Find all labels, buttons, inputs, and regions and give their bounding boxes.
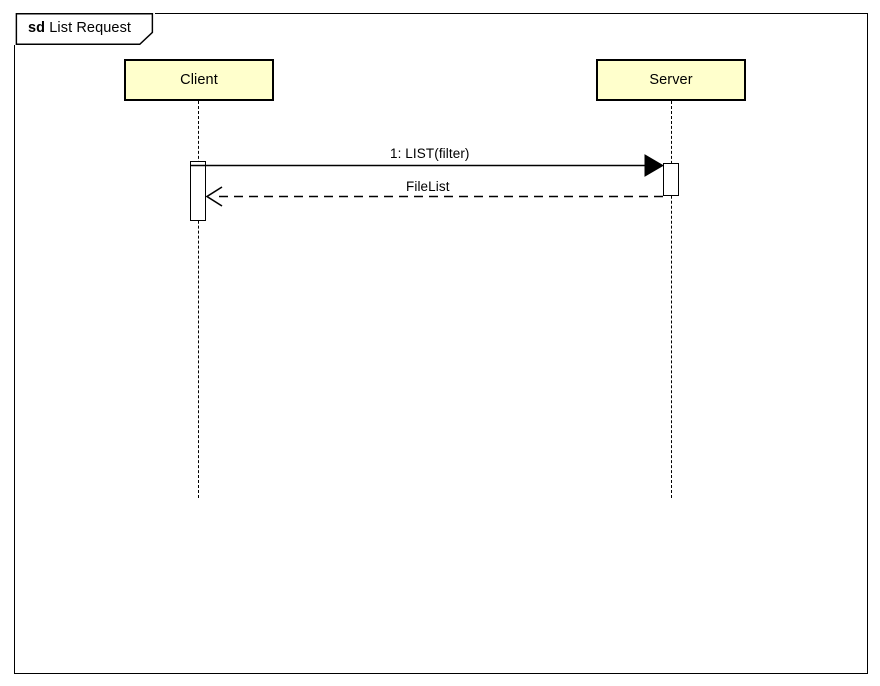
lifeline-line-server	[671, 101, 672, 498]
message-label-filelist-reply: FileList	[406, 179, 450, 194]
message-label-list-request: 1: LIST(filter)	[390, 146, 470, 161]
lifeline-line-client	[198, 101, 199, 498]
frame-label: sd List Request	[28, 19, 131, 38]
frame-name: List Request	[49, 20, 132, 36]
interaction-frame	[14, 13, 868, 674]
activation-bar-server[interactable]	[663, 163, 679, 196]
frame-name-tab: sd List Request	[14, 13, 155, 45]
frame-tab-outline-icon	[15, 13, 154, 45]
frame-keyword: sd	[28, 20, 46, 36]
lifeline-head-client[interactable]: Client	[124, 59, 274, 101]
lifeline-label-server: Server	[649, 71, 693, 88]
activation-bar-client[interactable]	[190, 161, 206, 221]
lifeline-head-server[interactable]: Server	[596, 59, 746, 101]
lifeline-label-client: Client	[180, 71, 218, 88]
